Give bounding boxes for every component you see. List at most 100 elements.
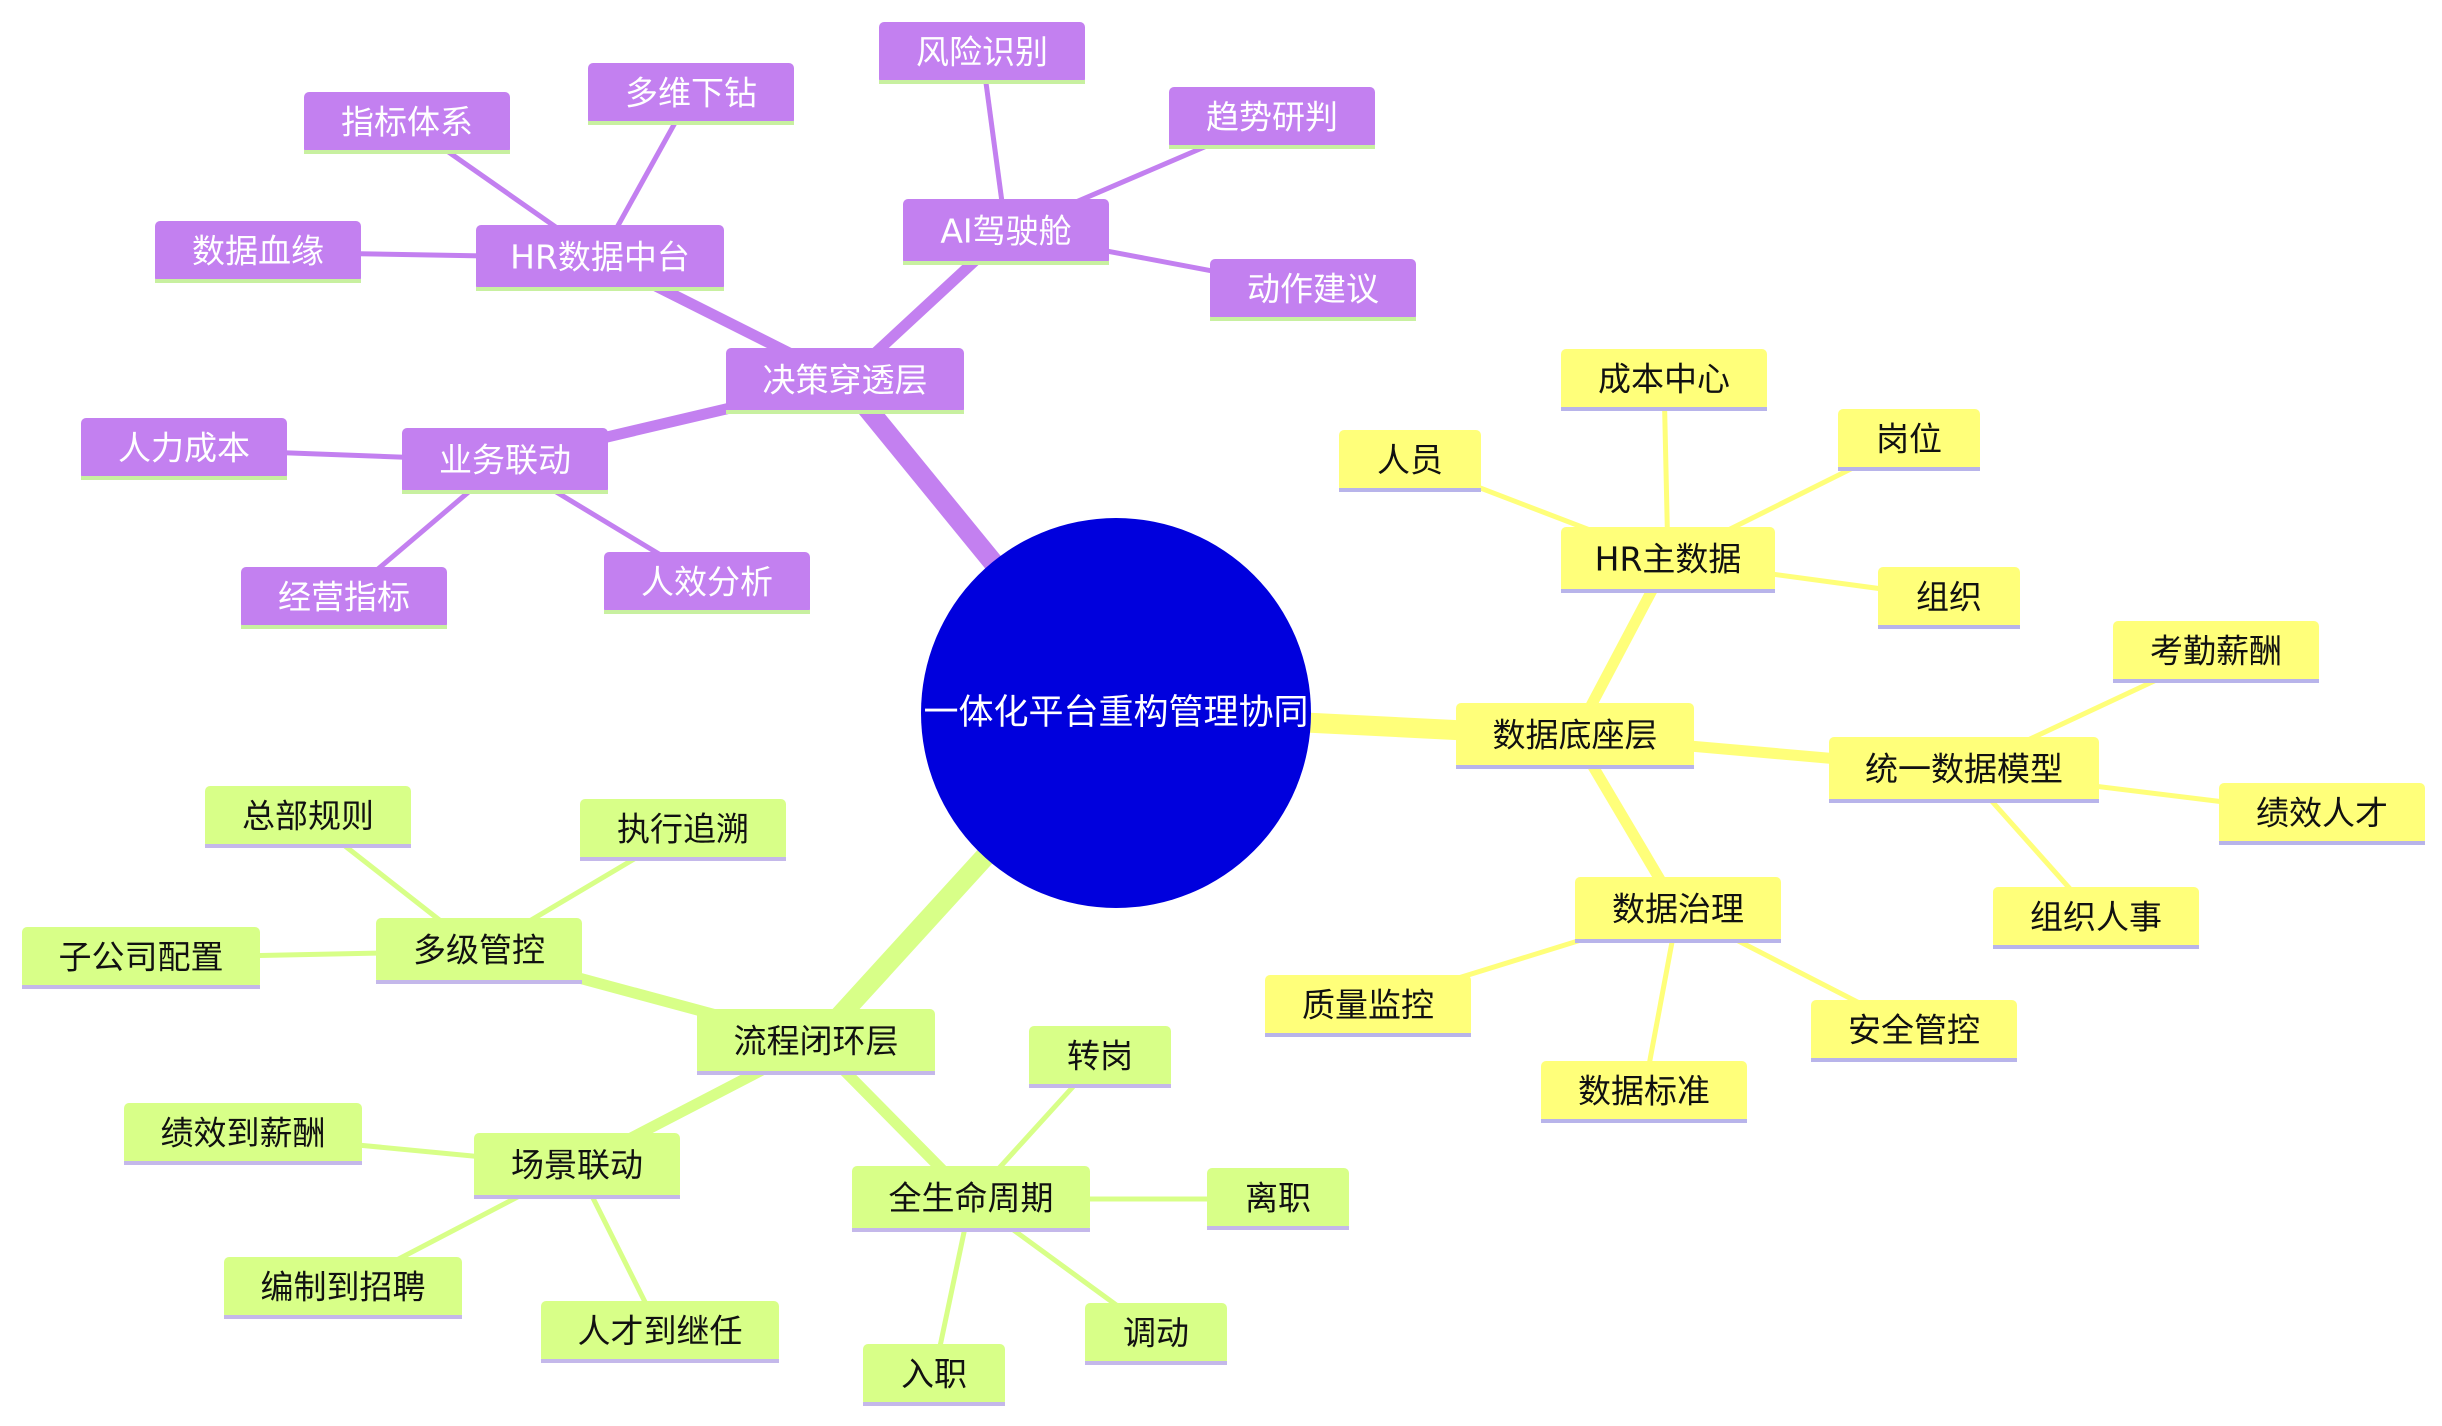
branch-data-foundation-topic-1-leaf-1-label: 成本中心 — [1598, 360, 1730, 399]
branch-decision-topic-1-leaf-2-box — [588, 63, 794, 125]
branch-process-loop-topic-1-leaf-2-label: 执行追溯 — [617, 810, 749, 849]
branch-decision-topic-2-leaf-1[interactable]: 风险识别 — [879, 22, 1085, 84]
branch-process-loop-topic-3-leaf-3-box — [1085, 1303, 1227, 1365]
root-label: 一体化平台重构管理协同 — [923, 693, 1308, 733]
branch-process-loop-topic-2-leaf-3-label: 人才到继任 — [578, 1312, 743, 1351]
branch-data-foundation-topic-3-leaf-1-underline — [1265, 1033, 1471, 1037]
branch-decision-topic-1-leaf-1-box — [304, 92, 510, 154]
branch-decision-topic-2-leaf-3[interactable]: 动作建议 — [1210, 259, 1416, 321]
branch-process-loop-topic-1-leaf-1-underline — [205, 844, 411, 848]
branch-process-loop-topic-3-leaf-3[interactable]: 调动 — [1085, 1303, 1227, 1365]
branch-process-loop-topic-1-leaf-3[interactable]: 子公司配置 — [22, 927, 260, 989]
branch-data-foundation-box — [1456, 703, 1694, 769]
branch-decision-topic-2-leaf-1-label: 风险识别 — [916, 33, 1048, 72]
branch-process-loop-topic-3-leaf-3-underline — [1085, 1361, 1227, 1365]
branch-data-foundation-topic-1-leaf-3-box — [1838, 409, 1980, 471]
branch-data-foundation-topic-1-leaf-2[interactable]: 人员 — [1339, 430, 1481, 492]
branch-data-foundation-topic-1-leaf-1-box — [1561, 349, 1767, 411]
branch-process-loop-topic-1-leaf-2[interactable]: 执行追溯 — [580, 799, 786, 861]
branch-data-foundation-topic-3-leaf-3-underline — [1811, 1058, 2017, 1062]
branch-decision-topic-1-leaf-1[interactable]: 指标体系 — [304, 92, 510, 154]
branch-data-foundation-topic-1-leaf-3-underline — [1838, 467, 1980, 471]
root-node[interactable]: 一体化平台重构管理协同 — [921, 518, 1311, 908]
branch-data-foundation-topic-3-leaf-3-box — [1811, 1000, 2017, 1062]
branch-data-foundation-topic-1-leaf-4-box — [1878, 567, 2020, 629]
branch-process-loop-topic-3-leaf-4-box — [863, 1344, 1005, 1406]
branch-decision-topic-3-label: 业务联动 — [439, 441, 571, 480]
branch-process-loop-topic-2-leaf-1-box — [124, 1103, 362, 1165]
branch-data-foundation-topic-3-label: 数据治理 — [1612, 890, 1744, 929]
branch-data-foundation-topic-1-leaf-2-underline — [1339, 488, 1481, 492]
branch-data-foundation[interactable]: 数据底座层 — [1456, 703, 1694, 769]
branch-data-foundation-topic-3-leaf-3[interactable]: 安全管控 — [1811, 1000, 2017, 1062]
branch-process-loop-topic-2-leaf-3[interactable]: 人才到继任 — [541, 1301, 779, 1363]
branch-process-loop-topic-3-leaf-4[interactable]: 入职 — [863, 1344, 1005, 1406]
branch-data-foundation-underline — [1456, 765, 1694, 769]
branch-process-loop-topic-3-leaf-2-underline — [1207, 1226, 1349, 1230]
branch-decision-topic-1-leaf-1-label: 指标体系 — [341, 103, 473, 142]
branch-process-loop-topic-2[interactable]: 场景联动 — [474, 1133, 680, 1199]
branch-data-foundation-topic-2[interactable]: 统一数据模型 — [1829, 737, 2099, 803]
branch-process-loop-topic-2-leaf-2[interactable]: 编制到招聘 — [224, 1257, 462, 1319]
branch-decision-box — [726, 348, 964, 414]
branch-decision-topic-2-leaf-2-underline — [1169, 145, 1375, 149]
branch-decision-topic-2-leaf-2[interactable]: 趋势研判 — [1169, 87, 1375, 149]
branch-decision-topic-3[interactable]: 业务联动 — [402, 428, 608, 494]
branch-data-foundation-topic-3-leaf-3-label: 安全管控 — [1848, 1011, 1980, 1050]
branch-data-foundation-topic-1-leaf-1[interactable]: 成本中心 — [1561, 349, 1767, 411]
branch-process-loop-topic-2-leaf-1[interactable]: 绩效到薪酬 — [124, 1103, 362, 1165]
branch-process-loop-label: 流程闭环层 — [734, 1022, 899, 1061]
branch-decision-topic-1-leaf-3-label: 数据血缘 — [192, 232, 324, 271]
branch-data-foundation-topic-2-leaf-2[interactable]: 绩效人才 — [2219, 783, 2425, 845]
branch-decision-topic-1-leaf-2[interactable]: 多维下钻 — [588, 63, 794, 125]
branch-process-loop[interactable]: 流程闭环层 — [697, 1009, 935, 1075]
branch-decision-topic-2-leaf-3-underline — [1210, 317, 1416, 321]
branch-decision-topic-3-leaf-2[interactable]: 经营指标 — [241, 567, 447, 629]
branch-decision-topic-3-leaf-3[interactable]: 人效分析 — [604, 552, 810, 614]
branch-process-loop-topic-3-box — [852, 1166, 1090, 1232]
branch-decision-topic-3-leaf-2-box — [241, 567, 447, 629]
branch-process-loop-topic-3-leaf-1[interactable]: 转岗 — [1029, 1026, 1171, 1088]
branch-data-foundation-topic-3-leaf-2[interactable]: 数据标准 — [1541, 1061, 1747, 1123]
branch-decision-topic-2-box — [903, 199, 1109, 265]
branch-decision-topic-1-leaf-3[interactable]: 数据血缘 — [155, 221, 361, 283]
branch-data-foundation-topic-2-leaf-2-box — [2219, 783, 2425, 845]
branch-data-foundation-topic-2-leaf-3-underline — [1993, 945, 2199, 949]
branch-data-foundation-topic-3-leaf-1[interactable]: 质量监控 — [1265, 975, 1471, 1037]
branch-process-loop-topic-1-leaf-1[interactable]: 总部规则 — [205, 786, 411, 848]
branch-data-foundation-topic-1-leaf-4[interactable]: 组织 — [1878, 567, 2020, 629]
branch-data-foundation-topic-1-leaf-3[interactable]: 岗位 — [1838, 409, 1980, 471]
branch-process-loop-topic-1-label: 多级管控 — [413, 931, 545, 970]
branch-decision[interactable]: 决策穿透层 — [726, 348, 964, 414]
branch-process-loop-topic-3-leaf-2[interactable]: 离职 — [1207, 1168, 1349, 1230]
branch-data-foundation-topic-2-leaf-3[interactable]: 组织人事 — [1993, 887, 2199, 949]
branch-process-loop-topic-1-leaf-3-box — [22, 927, 260, 989]
branch-process-loop-topic-3-leaf-1-box — [1029, 1026, 1171, 1088]
branch-decision-topic-2-leaf-2-label: 趋势研判 — [1206, 98, 1338, 137]
branch-process-loop-topic-1-leaf-2-underline — [580, 857, 786, 861]
branch-process-loop-topic-1[interactable]: 多级管控 — [376, 918, 582, 984]
branch-process-loop-topic-2-leaf-3-box — [541, 1301, 779, 1363]
branch-decision-topic-3-underline — [402, 490, 608, 494]
branch-process-loop-topic-3-leaf-1-label: 转岗 — [1067, 1037, 1133, 1076]
branch-decision-topic-3-leaf-1[interactable]: 人力成本 — [81, 418, 287, 480]
branch-process-loop-topic-1-underline — [376, 980, 582, 984]
branch-data-foundation-topic-3[interactable]: 数据治理 — [1575, 877, 1781, 943]
branch-process-loop-topic-1-leaf-3-underline — [22, 985, 260, 989]
branch-process-loop-topic-3[interactable]: 全生命周期 — [852, 1166, 1090, 1232]
branch-process-loop-topic-1-leaf-2-box — [580, 799, 786, 861]
branch-decision-topic-3-leaf-3-underline — [604, 610, 810, 614]
branch-decision-topic-1-leaf-1-underline — [304, 150, 510, 154]
branch-process-loop-topic-2-leaf-2-box — [224, 1257, 462, 1319]
branch-decision-topic-2-leaf-3-label: 动作建议 — [1247, 270, 1379, 309]
branch-data-foundation-topic-2-leaf-3-label: 组织人事 — [2030, 898, 2162, 937]
branch-decision-topic-1-label: HR数据中台 — [510, 238, 690, 277]
branch-decision-topic-2[interactable]: AI驾驶舱 — [903, 199, 1109, 265]
branch-process-loop-topic-3-underline — [852, 1228, 1090, 1232]
branch-data-foundation-topic-2-leaf-1[interactable]: 考勤薪酬 — [2113, 621, 2319, 683]
branch-decision-label: 决策穿透层 — [763, 361, 928, 400]
branch-data-foundation-topic-1[interactable]: HR主数据 — [1561, 527, 1775, 593]
branch-decision-topic-1[interactable]: HR数据中台 — [476, 225, 724, 291]
branch-decision-topic-1-leaf-3-box — [155, 221, 361, 283]
branch-data-foundation-topic-2-underline — [1829, 799, 2099, 803]
